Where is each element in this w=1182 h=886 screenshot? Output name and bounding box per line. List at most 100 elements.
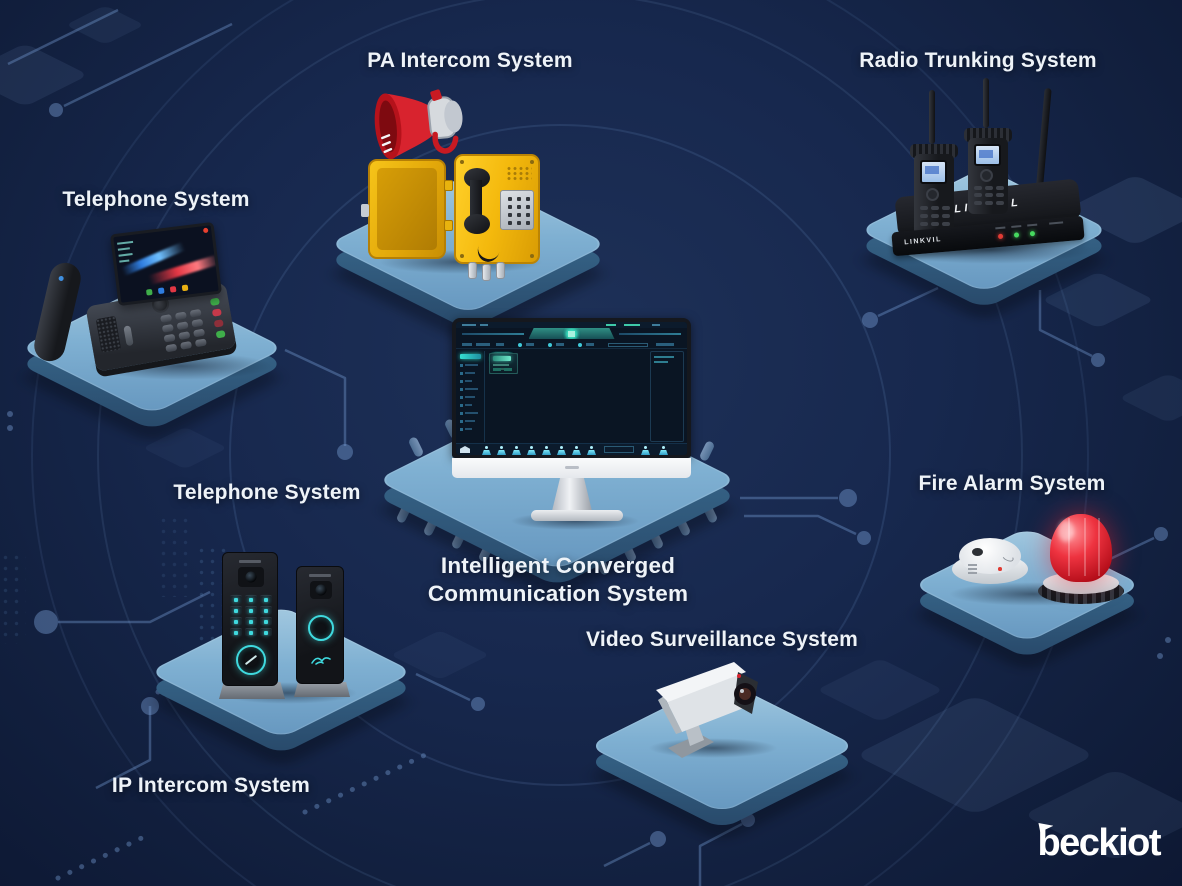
hinge — [444, 180, 453, 191]
led-label — [995, 226, 1006, 230]
walkie-key — [985, 185, 993, 190]
walkie-key — [942, 206, 950, 210]
sidebar-row — [465, 380, 472, 382]
walkie-antenna — [929, 90, 935, 144]
walkie-dpad — [980, 169, 993, 183]
walkie-key — [942, 214, 950, 218]
phone-key — [193, 328, 206, 337]
intercom-terminal-icon — [527, 446, 536, 455]
monitor-chin — [452, 458, 691, 478]
walkie-key — [920, 222, 928, 226]
intercom-terminal-icon — [482, 446, 491, 455]
phone-key — [163, 333, 176, 343]
megaphone-icon — [374, 89, 463, 160]
intercom-key — [230, 617, 242, 625]
walkie-key — [985, 193, 993, 198]
walkie-key — [996, 200, 1004, 205]
intercom-key — [260, 617, 272, 625]
label-telephone-system-mid: Telephone System — [173, 481, 361, 504]
led-label — [1049, 221, 1064, 225]
sidebar-bullet — [460, 364, 463, 367]
keypad-dot — [526, 205, 530, 209]
phone-key — [176, 321, 189, 330]
beckiot-logo: beckiot — [1037, 822, 1161, 865]
sidebar-bullet — [460, 396, 463, 399]
walkie-talkie-icon — [910, 90, 958, 240]
cable-gland — [482, 264, 491, 281]
screen-sidebar — [458, 351, 485, 442]
walkie-key — [985, 200, 993, 205]
keypad-dot — [526, 221, 530, 225]
extension-card — [488, 352, 518, 374]
intercom-key — [260, 595, 272, 603]
walkie-dpad — [926, 188, 939, 201]
intercom-key — [230, 628, 242, 636]
phone-key — [180, 341, 193, 350]
bird-logo-icon — [311, 657, 331, 665]
sidebar-row — [465, 420, 475, 422]
phone-key — [161, 323, 174, 333]
dot-grid-decor — [158, 515, 188, 597]
intercom-terminal-icon — [572, 446, 581, 455]
phone-key — [174, 311, 187, 320]
phone-function-key — [211, 308, 222, 317]
walkie-key — [942, 222, 950, 226]
status-led — [1013, 232, 1020, 238]
phone-screen — [110, 221, 222, 307]
cable-gland — [496, 262, 505, 279]
intercom-stand — [219, 682, 285, 699]
keypad-dot — [517, 221, 521, 225]
intercom-key — [260, 606, 272, 614]
intercom-camera — [310, 581, 332, 599]
sidebar-bullet — [460, 372, 463, 375]
led-label — [1027, 223, 1038, 227]
base-brand-front: LINKVIL — [903, 236, 943, 247]
center-label-line1: Intelligent Converged — [440, 553, 676, 578]
intercom-keypad — [230, 595, 272, 639]
walkie-body — [968, 137, 1008, 214]
screen-title-banner — [528, 328, 615, 339]
walkie-key — [920, 206, 928, 210]
call-button — [236, 645, 266, 675]
intercom-key — [260, 628, 272, 636]
callbox-latch — [361, 204, 369, 217]
phone-key — [191, 318, 204, 328]
keypad-dot — [508, 221, 512, 225]
intercom-key — [245, 595, 257, 603]
radio-trunking-devices: LINKVIL LINKVIL — [868, 78, 1128, 268]
walkie-talkie-icon — [964, 78, 1012, 228]
intercom-terminal-icon — [557, 446, 566, 455]
walkie-key — [974, 185, 982, 190]
weatherproof-telephone-icon — [361, 154, 540, 281]
intercom-key — [230, 595, 242, 603]
keypad-dot — [508, 197, 512, 201]
keypad-dot — [517, 205, 521, 209]
intercom-terminal-icon — [587, 446, 596, 455]
label-radio-trunking-system: Radio Trunking System — [859, 49, 1097, 72]
intercom-stand — [294, 682, 350, 697]
logo-flag-icon — [1038, 823, 1054, 832]
phone-key — [160, 314, 173, 323]
dispatch-screen — [456, 322, 687, 455]
screen-bottom-bar — [456, 443, 687, 455]
sidebar-row — [465, 364, 478, 366]
phone-handset — [31, 259, 84, 365]
dot-grid-decor — [0, 552, 26, 644]
keypad-dot — [517, 213, 521, 217]
call-button — [308, 615, 334, 641]
sidebar-row — [465, 388, 478, 390]
walkie-antenna — [983, 78, 989, 129]
walkie-body — [914, 154, 954, 236]
intercom-terminal-icon — [659, 446, 668, 455]
sidebar-bullet — [460, 404, 463, 407]
label-fire-alarm-system: Fire Alarm System — [918, 472, 1106, 495]
keypad-dot — [508, 213, 512, 217]
label-video-surveillance-system: Video Surveillance System — [586, 628, 858, 651]
circuit-traces — [7, 8, 1155, 886]
sidebar-bullet — [460, 420, 463, 423]
intercom-key — [245, 617, 257, 625]
intercom-key — [230, 606, 242, 614]
walkie-key — [931, 206, 939, 210]
